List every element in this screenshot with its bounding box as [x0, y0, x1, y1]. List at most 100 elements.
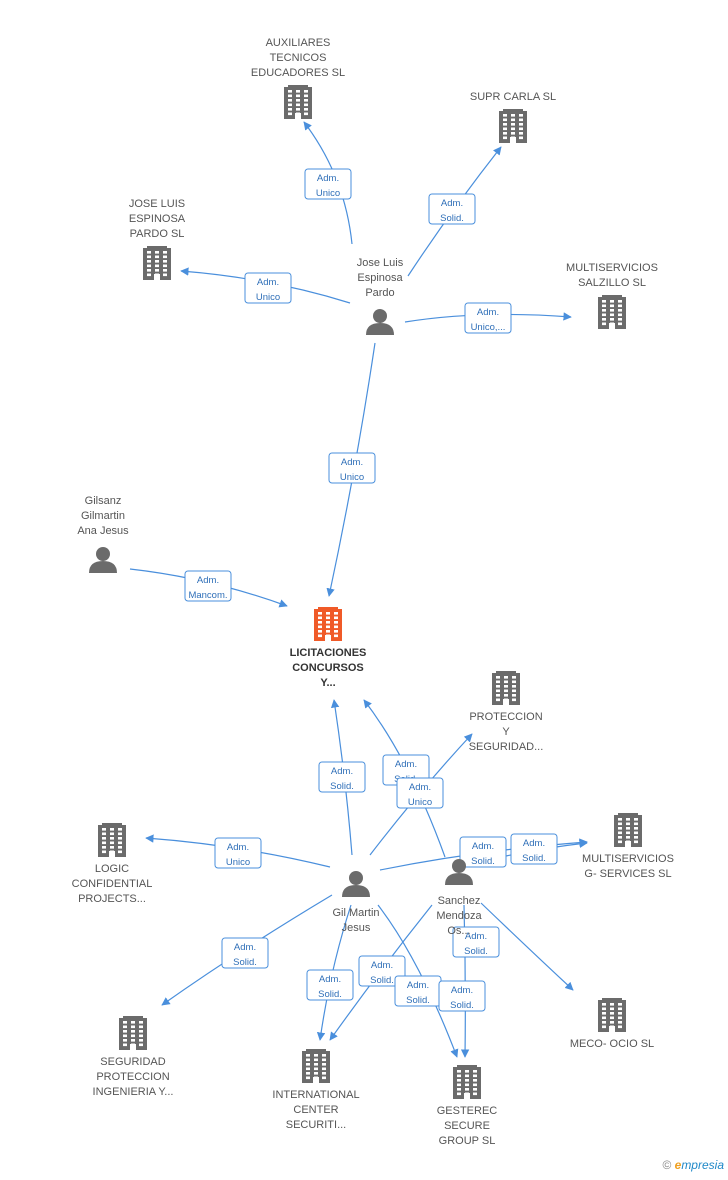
- relation-labels-layer: Adm.UnicoAdm.Solid.Adm.UnicoAdm.Unico,..…: [184, 168, 558, 1012]
- node-label: GESTEREC: [437, 1105, 498, 1117]
- node-multi_g[interactable]: MULTISERVICIOS G- SERVICES SL: [582, 813, 674, 880]
- relation-label-text: Adm.: [395, 759, 417, 770]
- relation-label-gil-to-seguridad[interactable]: Adm. Solid.: [221, 937, 269, 969]
- relation-label-box: [464, 302, 512, 334]
- nodes-layer: AUXILIARES TECNICOS EDUCADORES SL SUPR CARL…: [72, 37, 674, 1147]
- node-label: Os...: [447, 925, 470, 937]
- relation-label-text: Solid.: [233, 957, 257, 968]
- node-label: G- SERVICES SL: [584, 868, 671, 880]
- relation-label-sanchez-to-multi_g[interactable]: Adm.Solid.: [510, 833, 558, 865]
- node-label: Espinosa: [357, 272, 403, 284]
- building-icon: [614, 813, 642, 847]
- relation-label-jlep-to-jlep_sl[interactable]: Adm.Unico: [244, 272, 292, 304]
- relation-label-box: [306, 969, 354, 1001]
- relation-label-text: Adm.: [409, 782, 431, 793]
- node-label: AUXILIARES: [266, 37, 331, 49]
- relation-label-sanchez-to-meco[interactable]: Adm. Solid.: [452, 926, 500, 958]
- relation-label-gil-to-multi_g[interactable]: Adm. Solid.: [459, 836, 507, 868]
- brand-logo-e: e: [674, 1158, 682, 1172]
- building-icon: [143, 246, 171, 280]
- relation-label-jlep-to-multi_salz[interactable]: Adm.Unico,...: [464, 302, 512, 334]
- node-label: CONCURSOS: [292, 662, 364, 674]
- node-auxiliares[interactable]: AUXILIARES TECNICOS EDUCADORES SL: [251, 37, 345, 119]
- relation-label-gilsanz-to-licit[interactable]: Adm.Mancom.: [184, 570, 232, 602]
- brand-logo-text: mpresia: [681, 1158, 724, 1172]
- relation-label-box: [304, 168, 352, 200]
- relation-label-text: Unico: [226, 857, 250, 868]
- relation-label-gil-to-logic[interactable]: Adm. Unico: [214, 837, 262, 869]
- node-label: Jose Luis: [357, 257, 404, 269]
- node-label: EDUCADORES SL: [251, 67, 345, 79]
- node-label: PROTECCION: [469, 711, 542, 723]
- building-icon: [499, 109, 527, 143]
- relation-label-jlep-to-supr[interactable]: Adm.Solid.: [428, 193, 476, 225]
- relation-label-text: Unico: [256, 292, 280, 303]
- relation-label-text: Adm.: [317, 173, 339, 184]
- node-label: SECURE: [444, 1120, 490, 1132]
- node-label: ESPINOSA: [129, 213, 186, 225]
- person-icon: [342, 871, 370, 897]
- relation-label-text: Solid.: [464, 946, 488, 957]
- node-label: PARDO SL: [130, 228, 185, 240]
- relation-label-text: Adm.: [465, 931, 487, 942]
- node-label: SUPR CARLA SL: [470, 91, 556, 103]
- node-label: Y...: [320, 677, 335, 689]
- building-icon: [492, 671, 520, 705]
- relation-label-text: Adm.: [227, 842, 249, 853]
- relation-label-text: Adm.: [331, 766, 353, 777]
- node-sanchez[interactable]: SanchezMendozaOs...: [436, 859, 483, 937]
- relation-label-text: Solid.: [471, 856, 495, 867]
- node-logic[interactable]: LOGICCONFIDENTIALPROJECTS...: [72, 823, 153, 905]
- relation-label-jlep-to-licit[interactable]: Adm.Unico: [328, 452, 376, 484]
- relation-label-gil-to-gesterec[interactable]: Adm.Solid.: [394, 975, 442, 1007]
- relation-label-text: Unico: [340, 472, 364, 483]
- relation-label-text: Adm.: [319, 974, 341, 985]
- node-label: GROUP SL: [439, 1135, 496, 1147]
- node-meco[interactable]: MECO- OCIO SL: [570, 998, 654, 1050]
- relation-label-text: Adm.: [472, 841, 494, 852]
- relation-label-gil-to-proteccion[interactable]: Adm.Unico: [396, 777, 444, 809]
- relation-label-box: [184, 570, 232, 602]
- building-icon: [598, 295, 626, 329]
- node-label: PROTECCION: [96, 1071, 169, 1083]
- building-icon: [302, 1049, 330, 1083]
- node-label: MULTISERVICIOS: [582, 853, 674, 865]
- node-label: Jesus: [342, 922, 371, 934]
- relation-label-box: [328, 452, 376, 484]
- node-label: Pardo: [365, 287, 394, 299]
- relation-label-sanchez-to-gesterec[interactable]: Adm.Solid.: [438, 980, 486, 1012]
- copyright-symbol: ©: [662, 1158, 672, 1172]
- node-label: LICITACIONES: [290, 647, 367, 659]
- node-label: SECURITI...: [286, 1119, 347, 1131]
- relation-label-text: Adm.: [441, 198, 463, 209]
- relation-label-box: [459, 836, 507, 868]
- node-label: SALZILLO SL: [578, 277, 646, 289]
- relation-label-box: [438, 980, 486, 1012]
- node-label: TECNICOS: [270, 52, 327, 64]
- relation-label-text: Unico,...: [471, 322, 506, 333]
- node-label: MULTISERVICIOS: [566, 262, 658, 274]
- relation-label-box: [428, 193, 476, 225]
- node-label: Y: [502, 726, 510, 738]
- relation-label-text: Adm.: [197, 575, 219, 586]
- relation-label-jlep-to-auxiliares[interactable]: Adm.Unico: [304, 168, 352, 200]
- node-gesterec[interactable]: GESTEREC SECURE GROUP SL: [437, 1065, 498, 1147]
- edge-sanchez-to-meco: [480, 902, 574, 991]
- relation-label-gil-to-licit[interactable]: Adm.Solid.: [318, 761, 366, 793]
- node-proteccion[interactable]: PROTECCIONYSEGURIDAD...: [469, 671, 544, 753]
- relation-label-sanchez-to-intl[interactable]: Adm.Solid.: [358, 955, 406, 987]
- relation-label-box: [510, 833, 558, 865]
- relation-label-text: Adm.: [523, 838, 545, 849]
- relation-label-text: Adm.: [234, 942, 256, 953]
- node-licit[interactable]: LICITACIONES CONCURSOS Y...: [290, 607, 367, 689]
- node-multi_salz[interactable]: MULTISERVICIOS SALZILLO SL: [566, 262, 658, 329]
- relation-label-gil-to-intl[interactable]: Adm.Solid.: [306, 969, 354, 1001]
- node-supr[interactable]: SUPR CARLA SL: [470, 91, 556, 143]
- node-intl[interactable]: INTERNATIONALCENTERSECURITI...: [272, 1049, 360, 1131]
